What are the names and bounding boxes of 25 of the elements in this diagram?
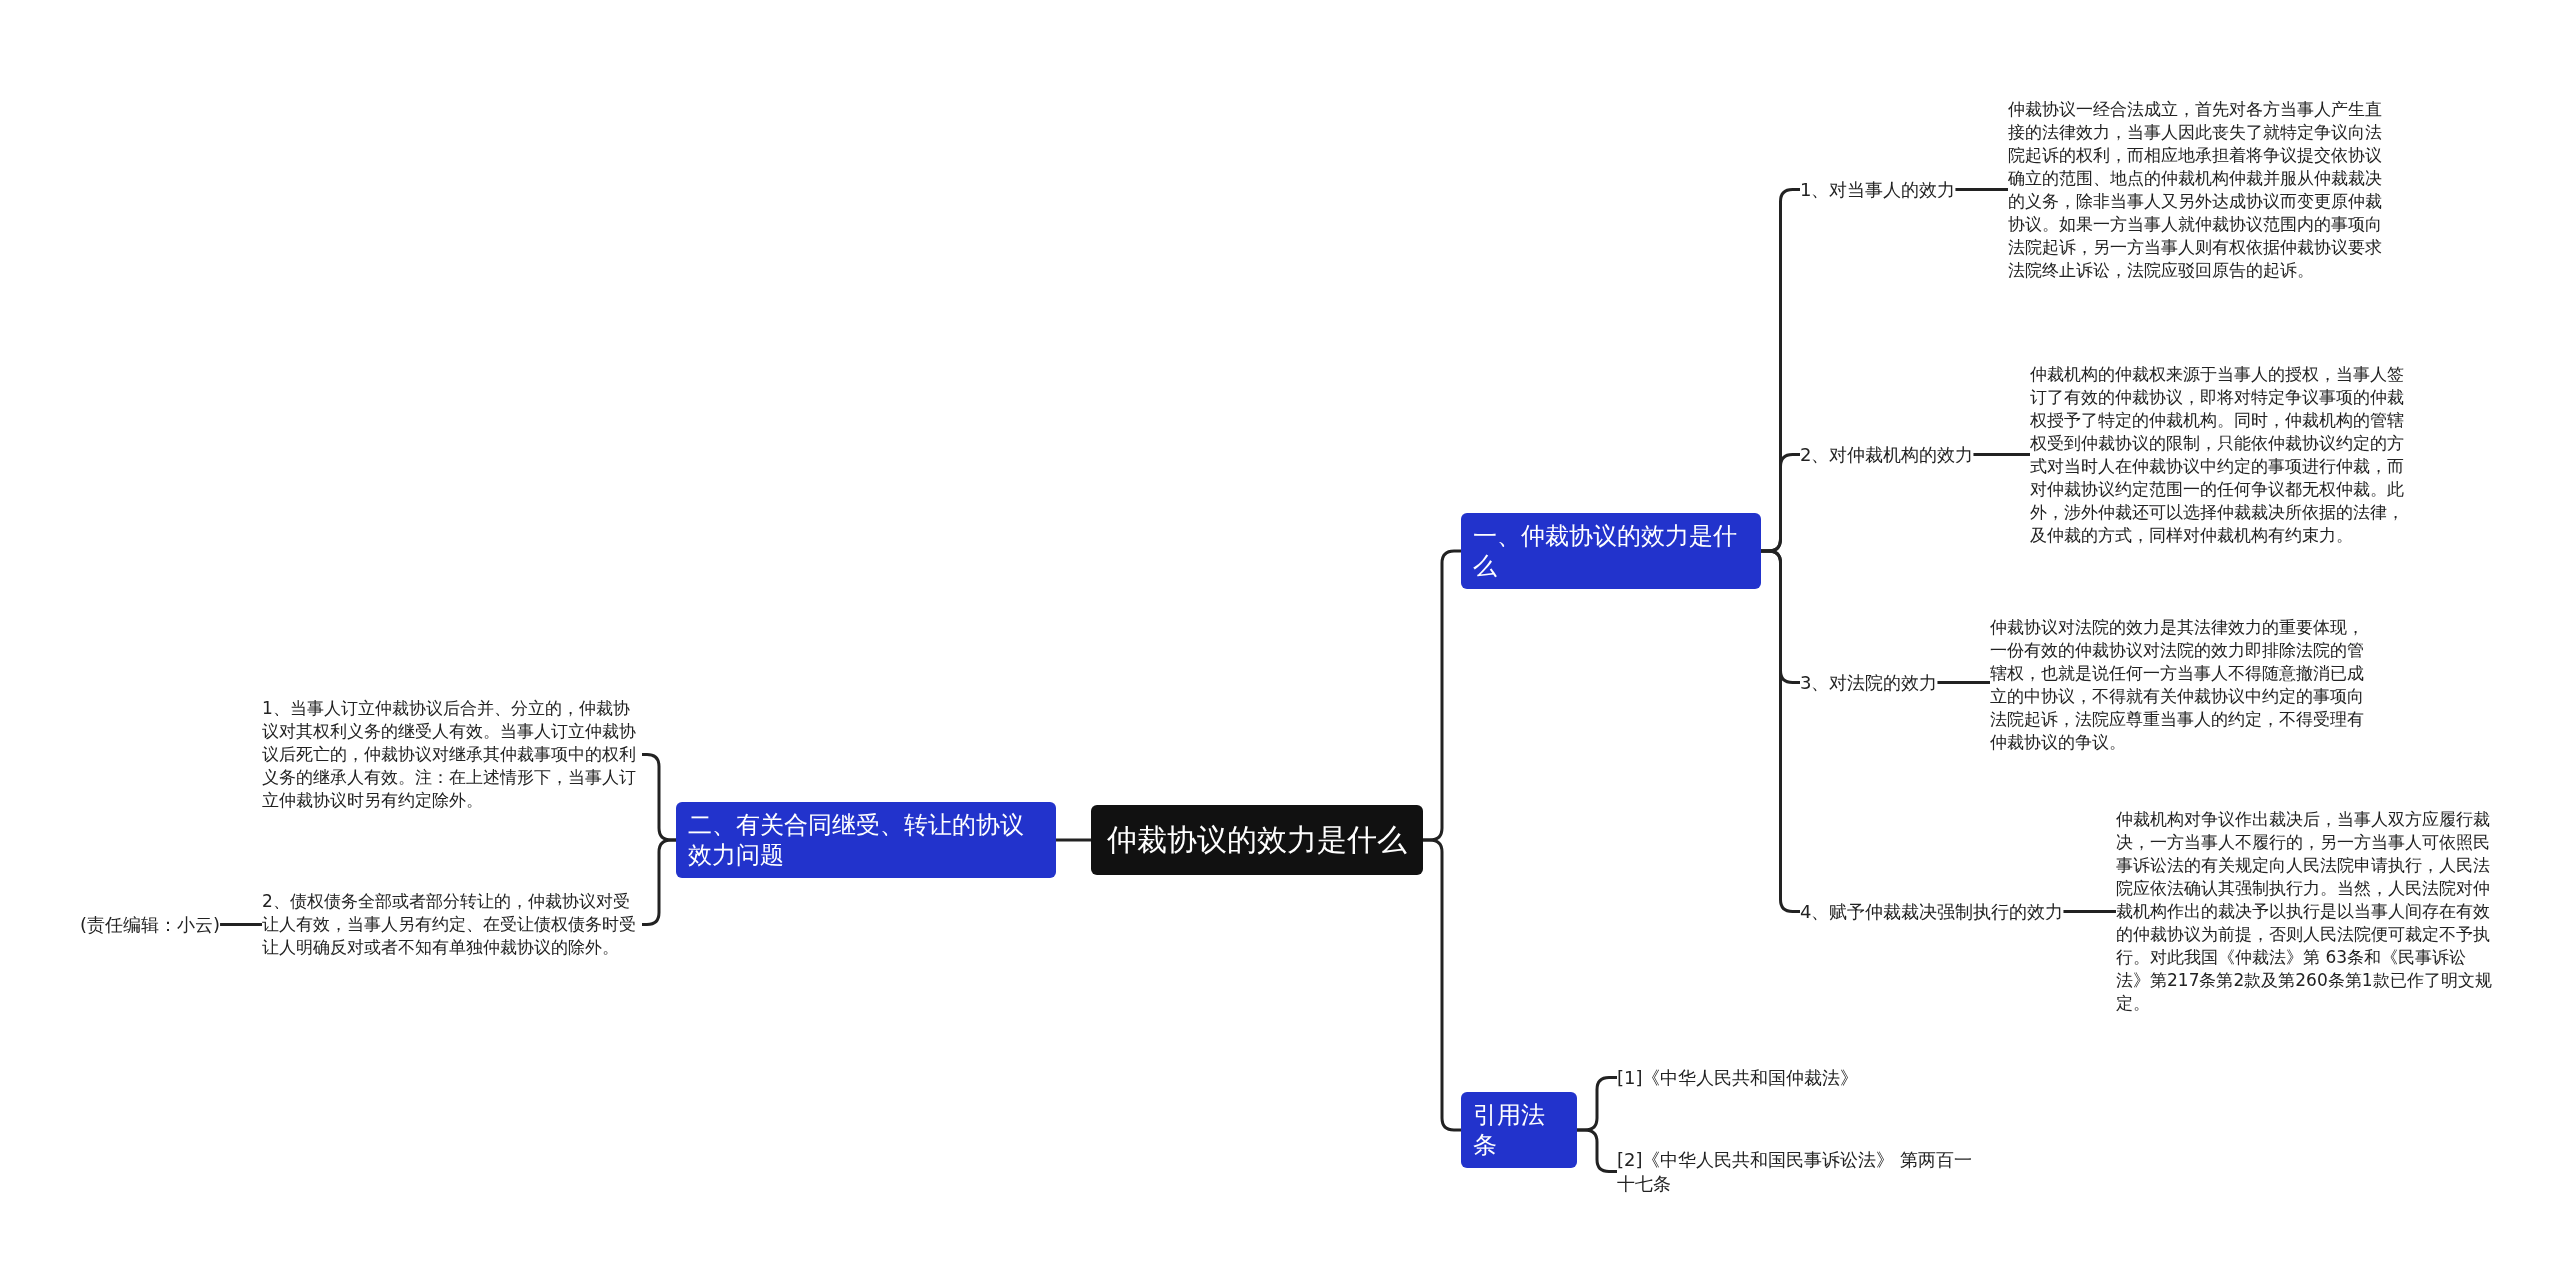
connector-line: [1423, 838, 1461, 1132]
topic-box: 二、有关合同继受、转让的协议效力问题: [676, 802, 1056, 878]
branch-label: 3、对法院的效力: [1800, 670, 1938, 695]
note-text: 仲裁协议一经合法成立，首先对各方当事人产生直接的法律效力，当事人因此丧失了就特定争议向法院起诉的权利，而相应地承担着将争议提交依协议确立的范围、地点的仲裁机构仲裁并服从仲裁裁决的义务，除非当事人又另外达成协议而变更原仲裁协议。如果一方当事人就仲裁协议范围内的事项向法院起诉，另一方当事人则有权依据仲裁协议要求法院终止诉讼，法院应驳回原告的起诉。: [2008, 97, 2388, 282]
branch-label: 1、对当事人的效力: [1800, 177, 1956, 202]
connector-line: [220, 923, 262, 926]
topic-box: 一、仲裁协议的效力是什么: [1461, 513, 1761, 589]
branch-label: (责任编辑：小云): [80, 912, 221, 937]
branch-label: [2]《中华人民共和国民事诉讼法》 第两百一十七条: [1617, 1147, 1982, 1196]
connector-line: [2063, 910, 2116, 913]
note-text: 仲裁机构的仲裁权来源于当事人的授权，当事人签订了有效的仲裁协议，即将对特定争议事项的仲裁权授予了特定的仲裁机构。同时，仲裁机构的管辖权受到仲裁协议的限制，只能依仲裁协议约定的方式对当时人在仲裁协议中约定的事项进行仲裁，而对仲裁协议约定范围一的任何争议都无权仲裁。此外，涉外仲裁还可以选择仲裁裁决所依据的法律，及仲裁的方式，同样对仲裁机构有约束力。: [2030, 362, 2410, 547]
branch-label: 2、对仲裁机构的效力: [1800, 442, 1974, 467]
root-topic-box: 仲裁协议的效力是什么: [1091, 805, 1423, 875]
branch-label: 4、赋予仲裁裁决强制执行的效力: [1800, 899, 2064, 924]
connector-line: [1056, 838, 1091, 842]
connector-line: [1955, 188, 2008, 191]
note-text: 1、当事人订立仲裁协议后合并、分立的，仲裁协议对其权利义务的继受人有效。当事人订立仲裁协议后死亡的，仲裁协议对继承其仲裁事项中的权利义务的继承人有效。注：在上述情形下，当事人订立仲裁协议时另有约定除外。: [262, 697, 642, 812]
connector-line: [1937, 681, 1990, 684]
note-text: 2、债权债务全部或者部分转让的，仲裁协议对受让人有效，当事人另有约定、在受让债权债务时受让人明确反对或者不知有单独仲裁协议的除外。: [262, 890, 642, 959]
note-text: 仲裁机构对争议作出裁决后，当事人双方应履行裁决，一方当事人不履行的，另一方当事人可依照民事诉讼法的有关规定向人民法院申请执行，人民法院应依法确认其强制执行力。当然，人民法院对仲裁机构作出的裁决予以执行是以当事人间存在有效的仲裁协议为前提，否则人民法院便可裁定不予执行。对此我国《仲裁法》第 63条和《民事诉讼法》第217条第2款及第260条第1款已作了明文规定。: [2116, 808, 2496, 1015]
connector-line: [1577, 1128, 1617, 1173]
topic-box: 引用法条: [1461, 1092, 1577, 1168]
branch-label: [1]《中华人民共和国仲裁法》: [1617, 1065, 1859, 1090]
note-text: 仲裁协议对法院的效力是其法律效力的重要体现，一份有效的仲裁协议对法院的效力即排除法院的管辖权，也就是说任何一方当事人不得随意撤消已成立的中协议，不得就有关仲裁协议中约定的事项向法院起诉，法院应尊重当事人的约定，不得受理有仲裁协议的争议。: [1990, 615, 2370, 754]
connector-line: [1973, 453, 2030, 456]
